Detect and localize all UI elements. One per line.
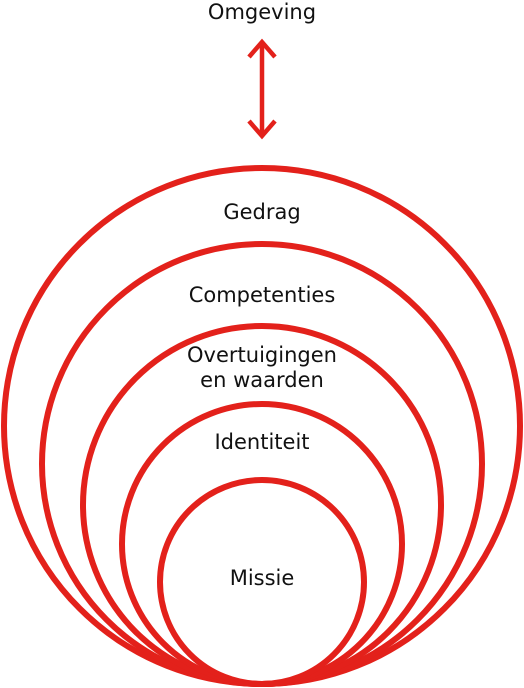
- label-competenties: Competenties: [188, 283, 336, 307]
- label-omgeving: Omgeving: [207, 0, 317, 24]
- label-overtuigingen-en-waarden: Overtuigingen en waarden: [187, 343, 337, 392]
- double-arrow-icon: [247, 38, 277, 140]
- label-missie: Missie: [229, 566, 295, 590]
- label-gedrag: Gedrag: [223, 200, 301, 224]
- circle-missie: [157, 477, 367, 687]
- label-identiteit: Identiteit: [214, 430, 310, 454]
- circle-competenties: [39, 241, 485, 687]
